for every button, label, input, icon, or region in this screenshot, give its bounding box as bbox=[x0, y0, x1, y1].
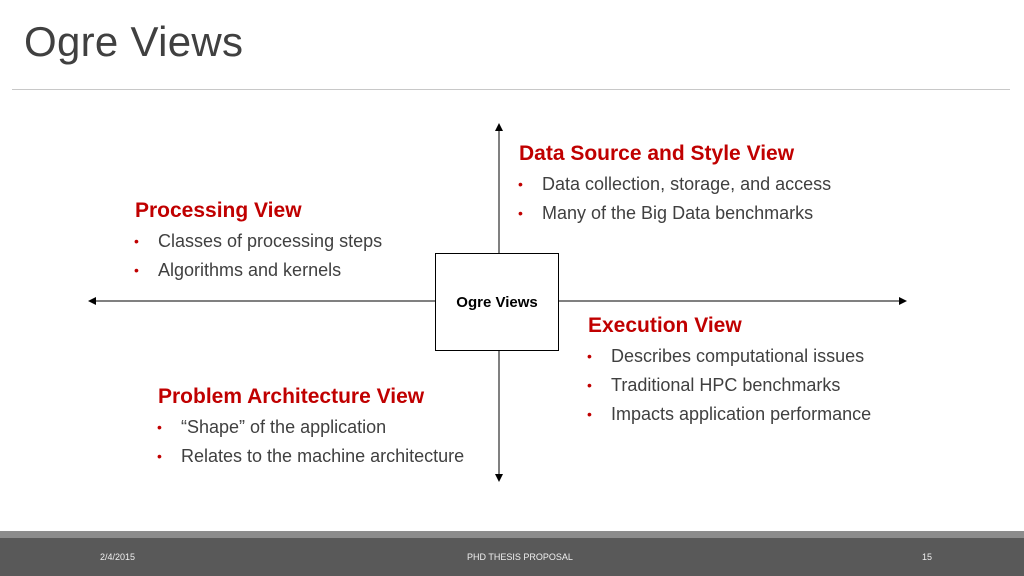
bullet-icon: • bbox=[587, 406, 592, 422]
list-item: •Relates to the machine architecture bbox=[157, 442, 464, 471]
bullet-icon: • bbox=[134, 233, 139, 249]
slide-number: 15 bbox=[922, 552, 933, 562]
center-box-label: Ogre Views bbox=[456, 293, 538, 311]
bullet-icon: • bbox=[587, 348, 592, 364]
data-source-view: Data Source and Style View •Data collect… bbox=[518, 140, 831, 228]
list-item: •Algorithms and kernels bbox=[134, 256, 382, 285]
bullet-icon: • bbox=[518, 205, 523, 221]
list-item: •Many of the Big Data benchmarks bbox=[518, 199, 831, 228]
processing-view-bullets: •Classes of processing steps •Algorithms… bbox=[134, 227, 382, 285]
list-item: •Impacts application performance bbox=[587, 400, 871, 429]
problem-architecture-view-heading: Problem Architecture View bbox=[158, 385, 425, 408]
list-item: •Data collection, storage, and access bbox=[518, 170, 831, 199]
list-item: •Classes of processing steps bbox=[134, 227, 382, 256]
bullet-icon: • bbox=[134, 262, 139, 278]
list-item: •“Shape” of the application bbox=[157, 413, 464, 442]
bullet-icon: • bbox=[518, 176, 523, 192]
center-box: Ogre Views bbox=[435, 253, 559, 351]
problem-architecture-view: Problem Architecture View •“Shape” of th… bbox=[157, 383, 464, 471]
execution-view-heading: Execution View bbox=[588, 314, 742, 337]
footer-accent-bar bbox=[0, 531, 1024, 538]
processing-view: Processing View •Classes of processing s… bbox=[134, 197, 382, 285]
bullet-icon: • bbox=[587, 377, 592, 393]
processing-view-heading: Processing View bbox=[135, 199, 302, 222]
footer-title: PHD THESIS PROPOSAL bbox=[467, 552, 573, 562]
execution-view-bullets: •Describes computational issues •Traditi… bbox=[587, 342, 871, 429]
bullet-icon: • bbox=[157, 448, 162, 464]
data-source-view-heading: Data Source and Style View bbox=[519, 142, 795, 165]
footer-date: 2/4/2015 bbox=[100, 552, 136, 562]
execution-view: Execution View •Describes computational … bbox=[587, 312, 871, 429]
footer-bar: 2/4/2015 PHD THESIS PROPOSAL 15 bbox=[0, 538, 1024, 576]
data-source-view-bullets: •Data collection, storage, and access •M… bbox=[518, 170, 831, 228]
list-item: •Traditional HPC benchmarks bbox=[587, 371, 871, 400]
list-item: •Describes computational issues bbox=[587, 342, 871, 371]
title-divider bbox=[12, 89, 1010, 90]
bullet-icon: • bbox=[157, 419, 162, 435]
slide-title: Ogre Views bbox=[24, 18, 244, 65]
problem-architecture-view-bullets: •“Shape” of the application •Relates to … bbox=[157, 413, 464, 471]
